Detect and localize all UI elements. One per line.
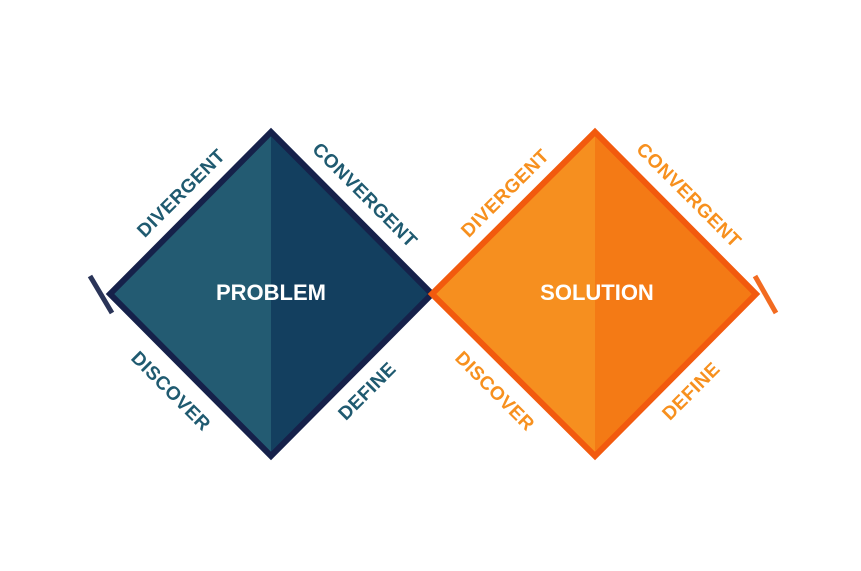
problem-diamond: PROBLEM DIVERGENT CONVERGENT DISCOVER DE… bbox=[87, 127, 437, 461]
solution-left-half bbox=[432, 132, 595, 456]
solution-right-half bbox=[595, 132, 756, 456]
problem-left-half bbox=[110, 132, 271, 456]
solution-outline bbox=[427, 127, 761, 461]
solution-diamond: SOLUTION DIVERGENT CONVERGENT DISCOVER D… bbox=[427, 127, 779, 461]
solution-end-tick bbox=[752, 274, 779, 315]
problem-start-tick bbox=[87, 274, 115, 315]
solution-title: SOLUTION bbox=[540, 280, 654, 305]
problem-right-half bbox=[271, 132, 432, 456]
problem-title: PROBLEM bbox=[216, 280, 326, 305]
problem-outline bbox=[105, 127, 437, 461]
